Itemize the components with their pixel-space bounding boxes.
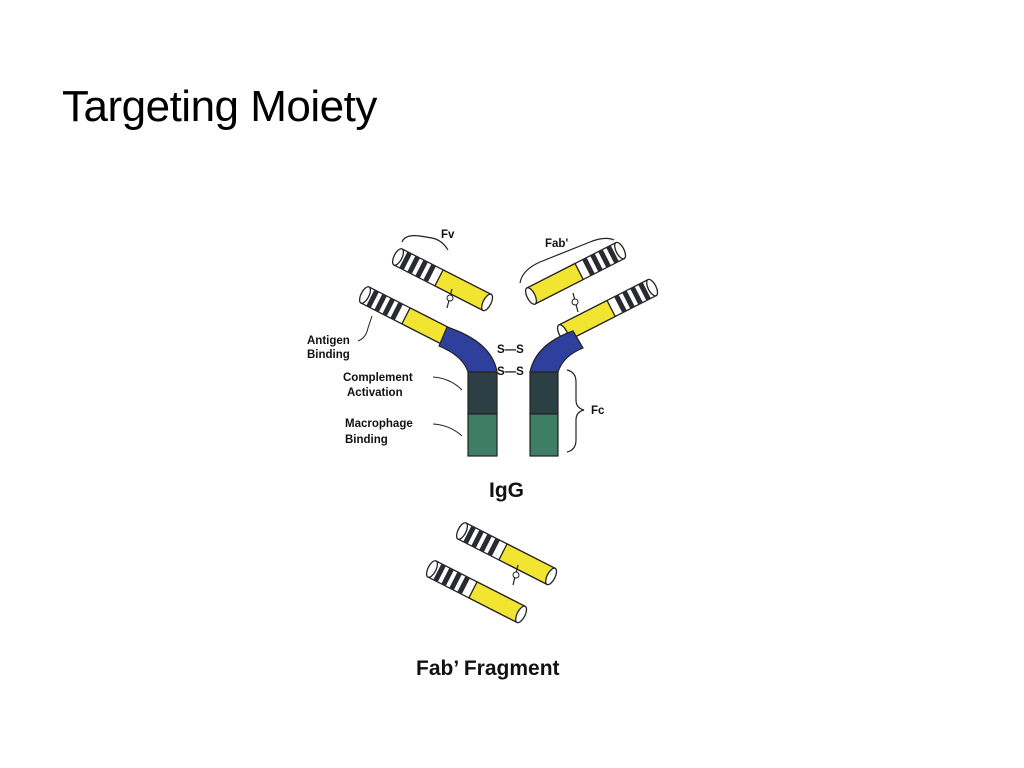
macrophage-pointer <box>432 423 463 437</box>
hinge-disulfide-top: S—S <box>497 344 524 356</box>
complement-label-line2: Activation <box>347 387 403 399</box>
igg-caption: IgG <box>489 479 524 502</box>
fab-fragment-lower-chain <box>423 558 530 625</box>
fab-prime-bracket <box>519 237 615 284</box>
fab-fragment-caption: Fab’ Fragment <box>416 657 560 680</box>
fc-bracket <box>566 369 585 453</box>
fc-label: Fc <box>591 405 605 417</box>
fab-prime-label: Fab' <box>545 238 568 250</box>
right-macrophage-segment <box>529 413 559 457</box>
hinge-disulfide-bottom: S—S <box>497 366 524 378</box>
complement-label-line1: Complement <box>343 372 413 384</box>
antigen-binding-pointer <box>357 315 373 342</box>
fv-label: Fv <box>441 229 455 241</box>
left-macrophage-segment <box>467 413 498 457</box>
right-disulfide-link <box>571 292 579 313</box>
complement-pointer <box>432 376 463 391</box>
left-light-chain <box>389 246 496 313</box>
fv-bracket <box>401 235 449 251</box>
slide-title: Targeting Moiety <box>62 82 377 131</box>
macrophage-label-line2: Binding <box>345 434 388 446</box>
antigen-binding-label-line2: Binding <box>307 349 350 361</box>
macrophage-label-line1: Macrophage <box>345 418 413 430</box>
left-complement-segment <box>467 371 498 415</box>
antigen-binding-label-line1: Antigen <box>307 335 350 347</box>
fab-fragment-upper-chain <box>453 520 560 587</box>
right-complement-segment <box>529 371 559 415</box>
left-hinge-region <box>438 326 498 373</box>
left-disulfide-link <box>446 288 454 309</box>
right-light-chain <box>522 240 629 307</box>
fab-fragment-disulfide-link <box>512 564 520 586</box>
right-hinge-region <box>529 330 584 373</box>
